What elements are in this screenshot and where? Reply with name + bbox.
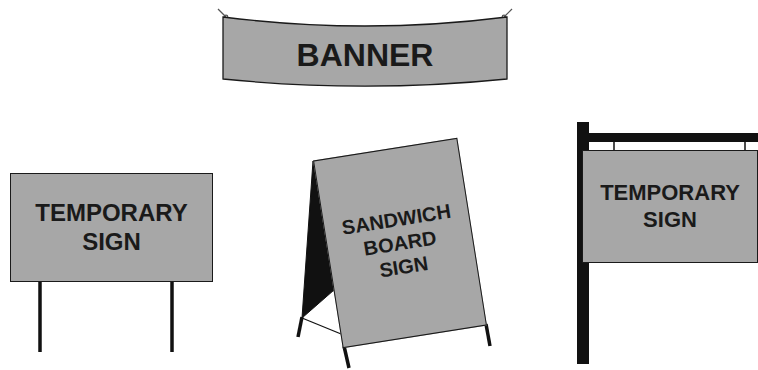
sign-text: TEMPORARY SIGN — [24, 199, 199, 257]
sign-text: SANDWICH BOARD SIGN — [338, 198, 463, 287]
sign-legs — [40, 280, 172, 352]
sandwich-board-sign: SANDWICH BOARD SIGN — [313, 138, 487, 349]
banner-strings — [218, 9, 512, 19]
temporary-sign: TEMPORARY SIGN — [582, 150, 758, 263]
sign-post — [577, 122, 758, 364]
banner: BANNER — [222, 14, 508, 90]
sign-text: TEMPORARY SIGN — [596, 180, 744, 233]
temporary-sign: TEMPORARY SIGN — [10, 173, 213, 282]
banner-outline — [223, 17, 507, 86]
sign-text: BANNER — [297, 36, 434, 74]
